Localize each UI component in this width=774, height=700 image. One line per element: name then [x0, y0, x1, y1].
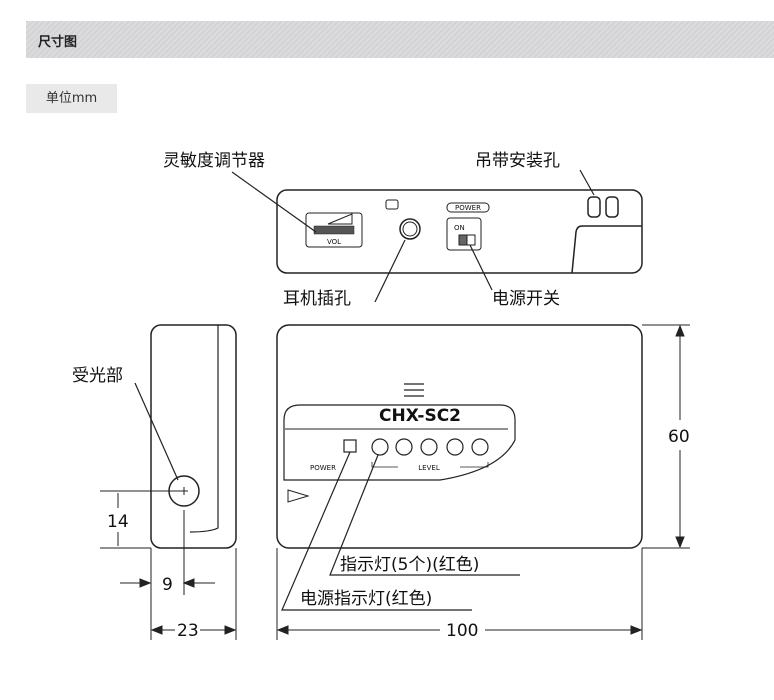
dim-receiver-height: 14: [107, 512, 129, 532]
vol-label: VOL: [327, 238, 341, 246]
dimension-lines: [100, 324, 690, 640]
dim-height: 60: [668, 427, 690, 447]
section-title: 尺寸图: [38, 35, 78, 50]
callout-power-indicator: 电源指示灯(红色): [300, 589, 432, 609]
model-label: CHX-SC2: [379, 406, 461, 426]
callout-receiver: 受光部: [72, 366, 123, 386]
level-label: LEVEL: [418, 464, 440, 472]
callout-strap-hole: 吊带安装孔: [475, 151, 560, 171]
callout-earphone: 耳机插孔: [283, 289, 351, 309]
front-view: CHX-SC2 POWER LEVEL: [276, 324, 643, 549]
on-label: ON: [454, 224, 465, 232]
top-view: VOL POWER ON: [276, 189, 643, 274]
dim-depth: 23: [177, 621, 199, 641]
callout-power-switch: 电源开关: [492, 289, 560, 309]
power-small-label: POWER: [310, 464, 336, 472]
unit-badge: 单位mm: [26, 84, 117, 113]
side-view: [150, 324, 237, 549]
power-tag: POWER: [455, 204, 481, 212]
section-header: 尺寸图: [26, 21, 774, 58]
dim-width: 100: [446, 621, 478, 641]
callout-indicators: 指示灯(5个)(红色): [340, 555, 479, 575]
dim-receiver-offset: 9: [162, 575, 173, 595]
callout-sensitivity: 灵敏度调节器: [163, 151, 265, 171]
